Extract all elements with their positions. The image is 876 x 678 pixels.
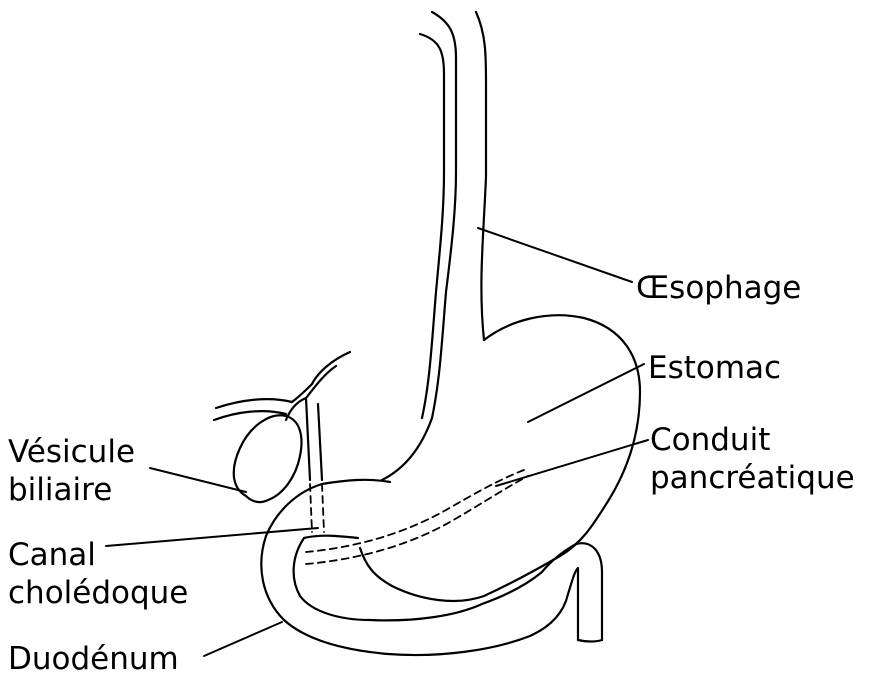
label-vesicule-line1: Vésicule [8,433,135,471]
label-canal-line2: cholédoque [8,574,188,612]
label-estomac: Estomac [648,349,781,387]
leader-vesicule [150,468,246,492]
label-canal-line1: Canal [8,536,188,574]
gallbladder-outline [214,352,350,502]
label-oesophage: Œsophage [636,269,801,307]
leader-conduit [496,440,648,486]
label-conduit-pancreatique: Conduit pancréatique [650,421,855,497]
label-vesicule-biliaire: Vésicule biliaire [8,433,135,509]
label-duodenum-line1: Duodénum [8,640,179,678]
label-vesicule-line2: biliaire [8,471,135,509]
label-oesophage-line1: Œsophage [636,269,801,307]
label-estomac-line1: Estomac [648,349,781,387]
pancreatic-duct [306,470,528,564]
label-conduit-line2: pancréatique [650,459,855,497]
oesophagus-outline [382,12,486,480]
leader-estomac [528,364,644,422]
duodenum-outline [261,484,602,655]
leader-duodenum [204,622,282,656]
label-canal-choledoque: Canal cholédoque [8,536,188,612]
common-bile-duct [306,398,324,532]
label-conduit-line1: Conduit [650,421,855,459]
label-duodenum: Duodénum [8,640,179,678]
leader-oesophage [478,228,632,282]
